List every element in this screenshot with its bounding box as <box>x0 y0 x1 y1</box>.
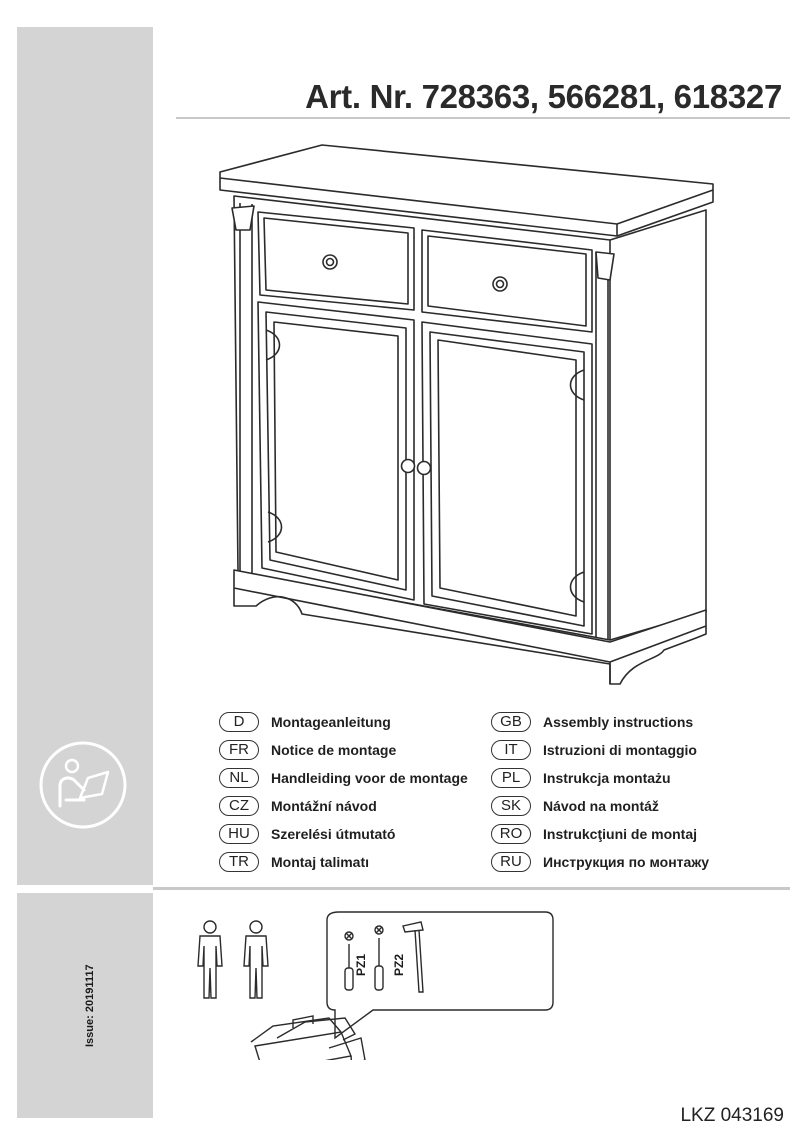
language-code: SK <box>491 796 531 816</box>
language-item: HU Szerelési útmutató <box>219 820 468 848</box>
language-label: Instrukcţiuni de montaj <box>543 826 698 842</box>
language-label: Инструкция по монтажу <box>543 854 710 870</box>
language-item: GB Assembly instructions <box>491 708 709 736</box>
language-code: GB <box>491 712 531 732</box>
language-list-left: D Montageanleitung FR Notice de montage NL… <box>219 708 468 876</box>
language-code: PL <box>491 768 531 788</box>
sidebar-panel-bottom <box>17 893 153 1118</box>
pz2-label: PZ2 <box>392 953 407 977</box>
language-item: TR Montaj talimatı <box>219 848 468 876</box>
language-label: Assembly instructions <box>543 714 694 730</box>
language-list-right: GB Assembly instructions IT Istruzioni di … <box>491 708 709 876</box>
language-label: Instrukcja montażu <box>543 770 671 786</box>
language-item: FR Notice de montage <box>219 736 468 764</box>
language-label: Handleiding voor de montage <box>271 770 468 786</box>
language-code: FR <box>219 740 259 760</box>
language-code: IT <box>491 740 531 760</box>
language-code: CZ <box>219 796 259 816</box>
language-item: D Montageanleitung <box>219 708 468 736</box>
two-persons-icon <box>197 920 269 999</box>
title-rule <box>176 117 790 119</box>
issue-date: Issue: 20191117 <box>84 964 96 1047</box>
language-item: NL Handleiding voor de montage <box>219 764 468 792</box>
language-code: RO <box>491 824 531 844</box>
language-label: Notice de montage <box>271 742 397 758</box>
screwdriver-icon <box>374 925 384 991</box>
section-rule <box>153 887 790 890</box>
language-label: Montaj talimatı <box>271 854 370 870</box>
hammer-icon <box>402 921 424 993</box>
language-item: PL Instrukcja montażu <box>491 764 709 792</box>
language-item: SK Návod na montáž <box>491 792 709 820</box>
language-code: TR <box>219 852 259 872</box>
document-code: LKZ 043169 <box>680 1105 784 1126</box>
page-title: Art. Nr. 728363, 566281, 618327 <box>305 78 782 115</box>
language-label: Istruzioni di montaggio <box>543 742 697 758</box>
cabinet-illustration <box>219 144 714 685</box>
manual-reading-icon <box>39 741 127 829</box>
language-code: RU <box>491 852 531 872</box>
person-icon <box>243 920 269 999</box>
language-label: Návod na montáž <box>543 798 659 814</box>
language-label: Montageanleitung <box>271 714 391 730</box>
screwdriver-icon <box>344 931 354 991</box>
tools-illustration <box>250 911 554 1060</box>
language-item: RO Instrukcţiuni de montaj <box>491 820 709 848</box>
person-icon <box>197 920 223 999</box>
toolbox-icon <box>250 1015 366 1060</box>
pz1-label: PZ1 <box>354 953 369 977</box>
language-code: HU <box>219 824 259 844</box>
language-code: NL <box>219 768 259 788</box>
language-item: CZ Montážní návod <box>219 792 468 820</box>
language-label: Szerelési útmutató <box>271 826 396 842</box>
language-code: D <box>219 712 259 732</box>
language-item: RU Инструкция по монтажу <box>491 848 709 876</box>
language-item: IT Istruzioni di montaggio <box>491 736 709 764</box>
language-label: Montážní návod <box>271 798 377 814</box>
